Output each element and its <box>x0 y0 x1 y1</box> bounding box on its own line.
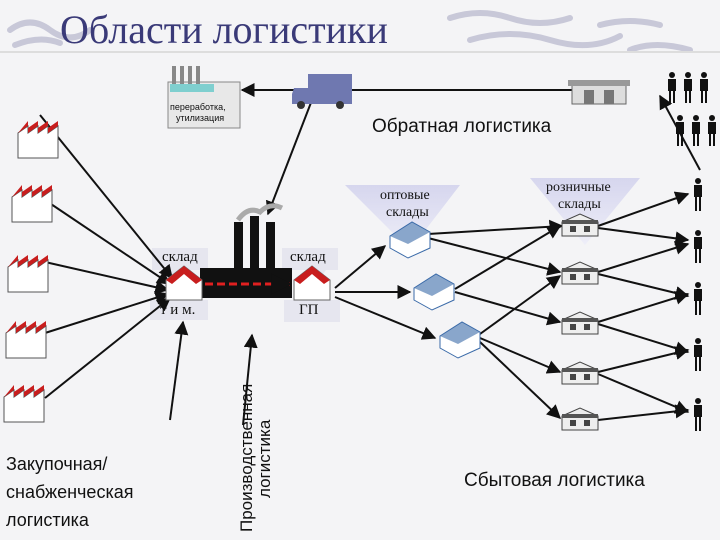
warehouse-right-label: склад <box>290 249 326 265</box>
finished-goods-label: ГП <box>299 302 319 318</box>
production-label-2: логистика <box>255 419 274 498</box>
finished-goods-bubble <box>284 300 340 322</box>
reverse-logistics-label: Обратная логистика <box>372 116 552 137</box>
shop-icon <box>561 213 599 237</box>
shop-icon <box>561 361 599 385</box>
warehouse-icon <box>439 321 481 359</box>
shop-icon <box>561 311 599 335</box>
production-arrows <box>169 320 258 426</box>
production-plant-icon <box>200 203 293 298</box>
production-logistics-label: Производственная логистика <box>237 383 274 532</box>
background-scribbles <box>7 10 693 53</box>
wholesale-label-2: склады <box>386 205 429 220</box>
factory-icon <box>3 385 45 423</box>
production-label-1: Производственная <box>237 383 256 532</box>
purchasing-label-3: логистика <box>6 510 89 530</box>
wholesale-label-1: оптовые <box>380 188 430 203</box>
factory-icon <box>11 185 53 223</box>
warehouse-left-label: склад <box>162 249 198 265</box>
person-icon-column <box>694 178 702 431</box>
purchasing-arrows <box>39 114 173 399</box>
page-title: Области логистики <box>60 7 388 52</box>
retail-funnel <box>530 178 640 245</box>
retail-label-1: розничные <box>546 180 611 195</box>
warehouse-icon <box>293 265 331 301</box>
purchasing-label-1: Закупочная/ <box>6 454 108 474</box>
warehouse-icon <box>165 265 203 301</box>
recycling-plant-icon <box>167 66 241 129</box>
purchasing-logistics-label: Закупочная/ снабженческая логистика <box>6 450 133 534</box>
retail-label-2: склады <box>558 197 601 212</box>
arrow-supplier-1 <box>39 114 173 280</box>
factory-icon <box>7 255 49 293</box>
recycling-label-1: переработка, <box>170 102 226 112</box>
factory-icon <box>17 121 59 159</box>
shop-icon <box>561 407 599 431</box>
warehouse-icon <box>413 273 455 311</box>
truck-icon <box>292 74 352 109</box>
purchasing-label-2: снабженческая <box>6 482 134 502</box>
factory-icon <box>5 321 47 359</box>
wholesale-funnel <box>345 185 460 250</box>
shop-icon <box>568 80 630 105</box>
distribution-arrows <box>334 191 690 421</box>
person-icon-group <box>668 72 716 146</box>
warehouse-icon <box>389 221 431 259</box>
reverse-arrows <box>240 83 701 216</box>
shop-icon <box>561 261 599 285</box>
materials-label: т и м. <box>160 302 196 318</box>
recycling-label-2: утилизация <box>176 113 225 123</box>
sales-logistics-label: Сбытовая логистика <box>464 470 645 491</box>
